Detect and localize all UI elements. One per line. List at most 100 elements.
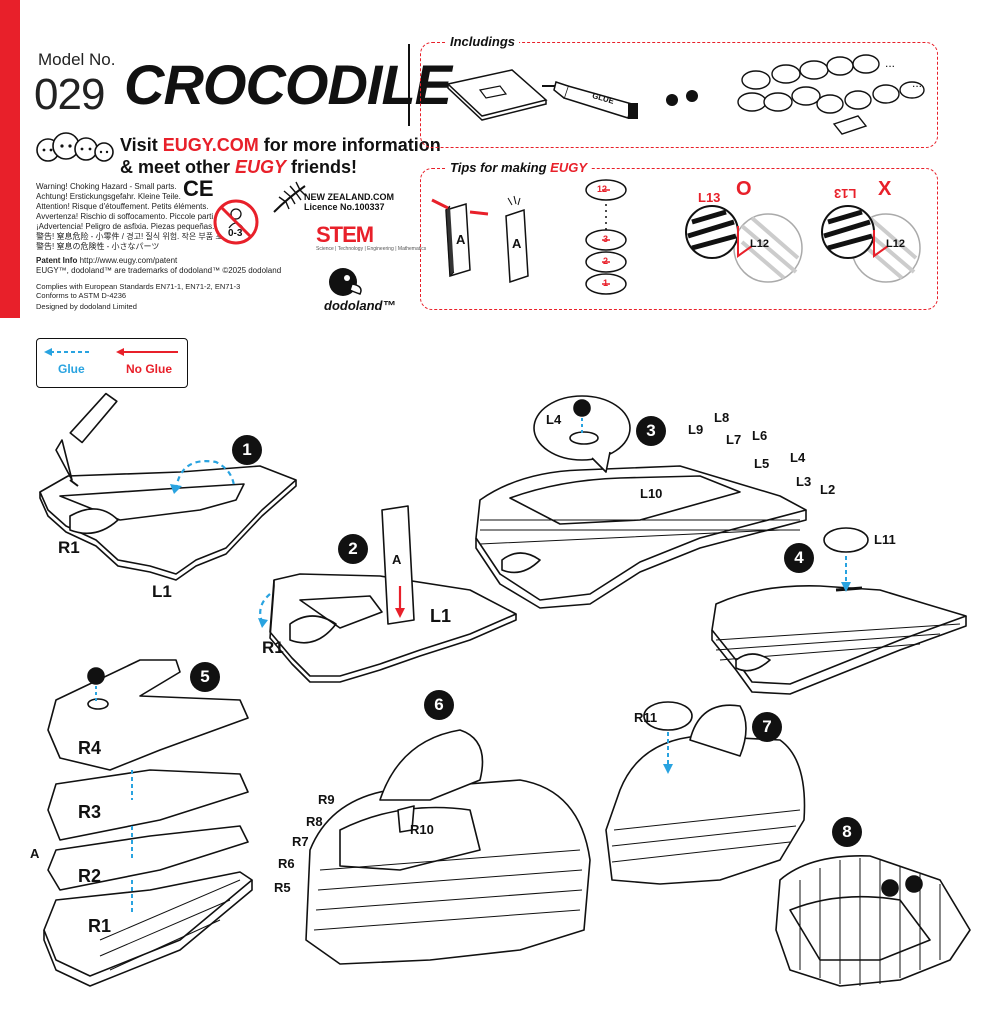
part-label: R6 [278, 856, 295, 871]
card-label: A [512, 236, 522, 251]
more-pieces-ellipsis: ... [912, 76, 923, 90]
card-label: A [456, 232, 466, 247]
card-pinch-icon [431, 198, 489, 278]
legend-no-glue-label: No Glue [126, 362, 173, 376]
step-number: 8 [832, 817, 862, 847]
model-label: Model No. [38, 50, 116, 69]
stack-guide-icon [602, 189, 610, 285]
part-label: L4 [546, 412, 562, 427]
licence-line1: NEW ZEALAND.COM [304, 192, 394, 202]
warning-line: Avvertenza! Rischio di soffocamento. Pic… [36, 212, 216, 221]
part-label: L6 [752, 428, 768, 443]
visit-info: Visit EUGY.COM for more information & me… [120, 134, 441, 178]
part-label: L10 [640, 486, 663, 501]
tips-brand: EUGY [550, 160, 588, 175]
card-label: A [392, 552, 402, 567]
part-label: L3 [796, 474, 812, 489]
visit-text-3: & meet other [120, 157, 236, 177]
step2-illustration [269, 505, 517, 683]
patent-url[interactable]: http://www.eugy.com/patent [79, 256, 178, 265]
part-label: R11 [634, 710, 658, 725]
designed-by: Designed by dodoland Limited [36, 302, 137, 311]
step-number: 1 [232, 435, 262, 465]
brand-color-bar [0, 0, 20, 318]
includings-title: Includings [446, 34, 519, 49]
eugy-brand: EUGY [235, 157, 287, 177]
warning-line: 警告! 窒息の危険性 - 小さなパーツ [36, 242, 160, 251]
warning-text: Warning! Choking Hazard - Small parts. A… [36, 182, 230, 252]
part-label: L8 [714, 410, 730, 425]
licence-info: NEW ZEALAND.COM Licence No.100337 [304, 192, 394, 212]
stem-logo: STEM [316, 222, 374, 248]
step3-illustration [475, 395, 807, 609]
part-label: L1 [430, 606, 452, 626]
dodoland-logo: dodoland™ [324, 298, 396, 313]
more-pieces-ellipsis: ... [885, 56, 896, 70]
warning-line: Achtung! Erstickungsgefahr. Kleine Teile… [36, 192, 181, 201]
part-label: R2 [78, 866, 102, 886]
warning-line: Warning! Choking Hazard - Small parts. [36, 182, 177, 191]
part-label: R3 [78, 802, 102, 822]
step7-illustration [605, 701, 806, 885]
under-piece-label: L12 [886, 238, 905, 250]
model-number: 029 [34, 70, 105, 119]
glue-tube-icon [542, 81, 638, 119]
compliance-line: Complies with European Standards EN71-1,… [36, 282, 241, 291]
part-label: L1 [152, 582, 172, 601]
part-label: L9 [688, 422, 704, 437]
step-number: 4 [784, 543, 814, 573]
folded-card-icon [505, 195, 529, 284]
wrong-example-icon [821, 205, 921, 283]
pieces-icon [737, 54, 925, 135]
stem-subtitle: Science | Technology | Engineering | Mat… [316, 246, 427, 252]
warning-line: Attention! Risque d'étouffement. Petits … [36, 202, 209, 211]
part-label: R1 [58, 538, 80, 557]
title-divider [408, 44, 410, 126]
stack-number: 12 [597, 184, 608, 194]
patent-label: Patent Info [36, 256, 78, 265]
step-number: 6 [424, 690, 454, 720]
part-label: L4 [790, 450, 806, 465]
glue-legend [36, 338, 188, 388]
part-label: L2 [820, 482, 836, 497]
age-badge: 0-3 [228, 228, 243, 239]
step1-illustration [39, 392, 297, 581]
part-label: R8 [306, 814, 323, 829]
step-number: 7 [752, 712, 782, 742]
visit-text-4: friends! [286, 157, 358, 177]
part-label: R7 [292, 834, 309, 849]
licence-line2: Licence No.100337 [304, 202, 385, 212]
eye-ball-icon [686, 90, 698, 102]
part-label: L11 [874, 532, 896, 547]
step8-illustration [775, 855, 971, 987]
glue-arrow-icon [44, 348, 92, 356]
tips-title: Tips for making EUGY [446, 160, 592, 175]
tips-box [420, 168, 938, 310]
part-label: A [30, 846, 40, 861]
ce-mark: CE [183, 176, 214, 201]
trademark-text: EUGY™, dodoland™ are trademarks of dodol… [36, 266, 282, 275]
website-link[interactable]: EUGY.COM [162, 135, 259, 155]
page-title: CROCODILE [124, 53, 452, 116]
top-piece-label: L13 [698, 190, 721, 205]
patent-info: Patent Info http://www.eugy.com/patent E… [36, 256, 281, 276]
part-label: R4 [78, 738, 102, 758]
step4-illustration [711, 527, 967, 695]
correct-mark: O [736, 178, 752, 200]
tips-title-text: Tips for making [450, 160, 551, 175]
stem-text: STEM [316, 222, 374, 247]
no-glue-arrow-icon [116, 348, 178, 356]
legend-glue-label: Glue [58, 362, 85, 376]
compliance-line: Conforms to ASTM D-4236 [36, 291, 127, 300]
step6-illustration [305, 729, 591, 965]
stack-number: 2 [603, 256, 609, 266]
step-number: 3 [636, 416, 666, 446]
part-label: R1 [88, 916, 112, 936]
